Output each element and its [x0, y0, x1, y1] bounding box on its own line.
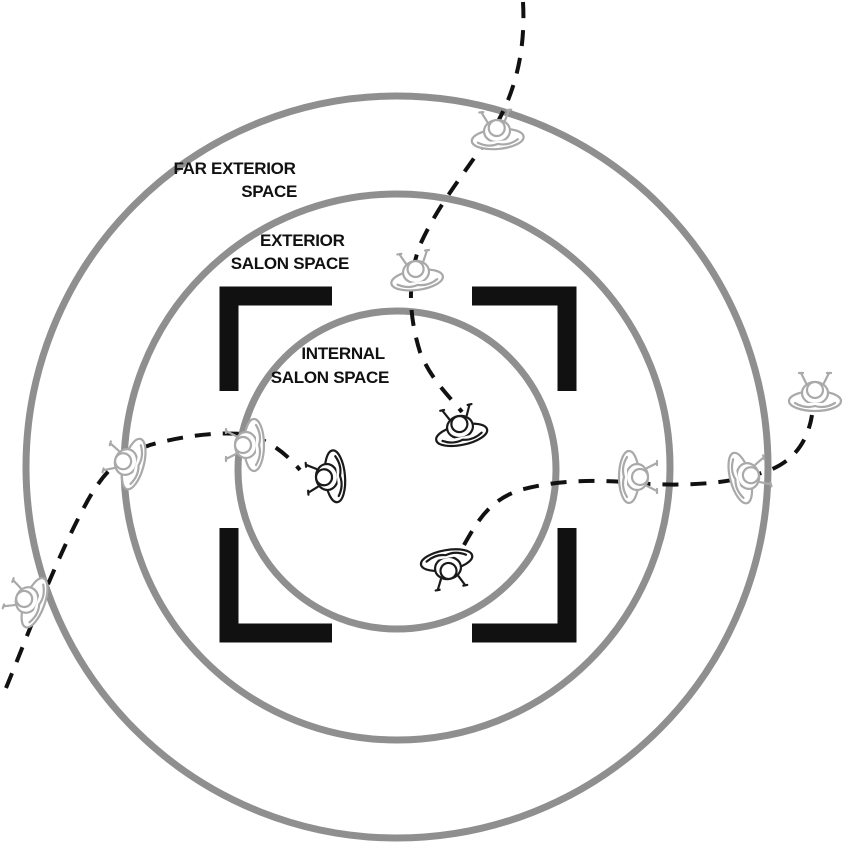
- movement-path-top: [408, 1, 526, 414]
- person-inside-3-icon: [418, 544, 479, 594]
- person-inside-2-icon: [303, 448, 349, 506]
- bracket-top-right: [472, 286, 577, 391]
- far-exterior-label-line-1: FAR EXTERIOR: [174, 159, 296, 178]
- exterior-label-line-2: SALON SPACE: [231, 254, 349, 273]
- far-exterior-label: FAR EXTERIOR SPACE: [174, 159, 300, 201]
- exterior-label: EXTERIOR SALON SPACE: [231, 231, 349, 273]
- bracket-bottom-right: [472, 528, 577, 643]
- exterior-label-line-1: EXTERIOR: [260, 231, 345, 250]
- far-exterior-ring: [22, 92, 772, 842]
- person-outside-6-icon: [617, 449, 659, 505]
- person-outside-5-icon: [0, 567, 54, 632]
- bracket-bottom-left: [219, 528, 332, 643]
- person-outside-8-icon: [787, 371, 843, 413]
- far-exterior-label-line-2: SPACE: [241, 182, 297, 201]
- internal-label: INTERNAL SALON SPACE: [271, 344, 389, 387]
- bracket-top-left: [219, 286, 332, 391]
- internal-label-line-2: SALON SPACE: [271, 368, 389, 387]
- internal-ring: [234, 307, 560, 633]
- movement-path-right: [462, 414, 814, 546]
- internal-label-line-1: INTERNAL: [301, 344, 384, 363]
